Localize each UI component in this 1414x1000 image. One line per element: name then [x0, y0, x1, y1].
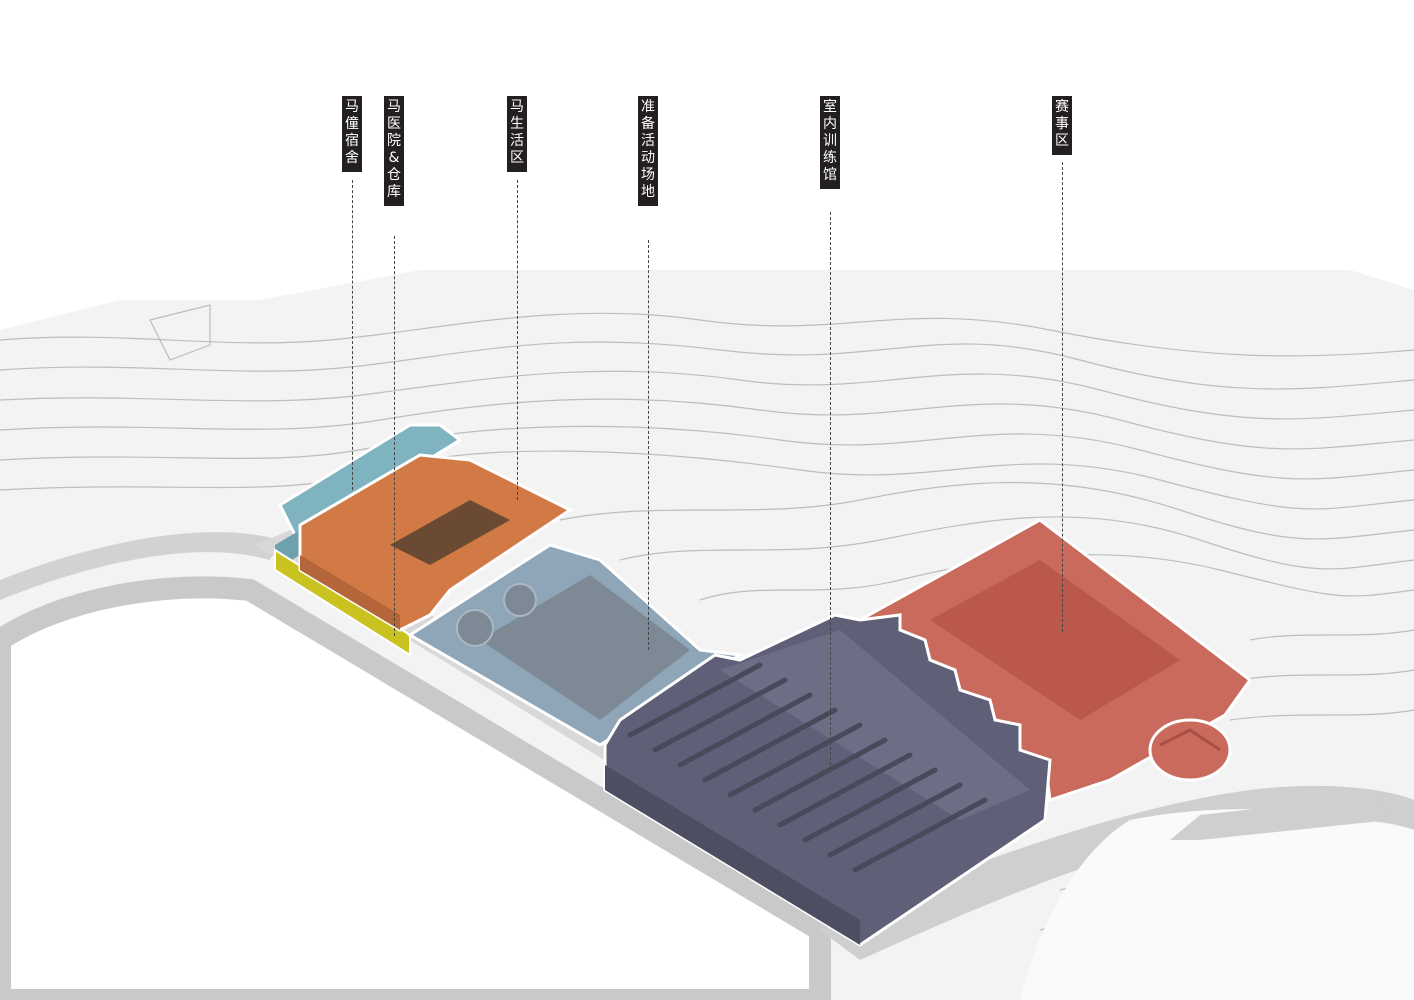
leader-line-warm-up-field [648, 240, 649, 650]
label-competition-area: 赛事区 [1052, 96, 1072, 155]
hospital-warehouse-block [298, 453, 573, 632]
leader-line-stable-dormitory [352, 180, 353, 490]
leader-line-horse-living-area [517, 180, 518, 500]
leader-line-horse-hospital-warehouse [394, 236, 395, 636]
leader-line-indoor-training-hall [830, 212, 831, 770]
label-horse-living-area: 马生活区 [507, 96, 527, 172]
label-indoor-training-hall: 室内训练馆 [820, 96, 840, 189]
competition-area-block [859, 518, 1253, 803]
indoor-training-hall-block [603, 613, 1052, 947]
label-horse-hospital-warehouse: 马医院&仓库 [384, 96, 404, 206]
label-stable-dormitory: 马僮宿舍 [342, 96, 362, 172]
label-warm-up-field: 准备活动场地 [638, 96, 658, 206]
leader-line-competition-area [1062, 162, 1063, 632]
